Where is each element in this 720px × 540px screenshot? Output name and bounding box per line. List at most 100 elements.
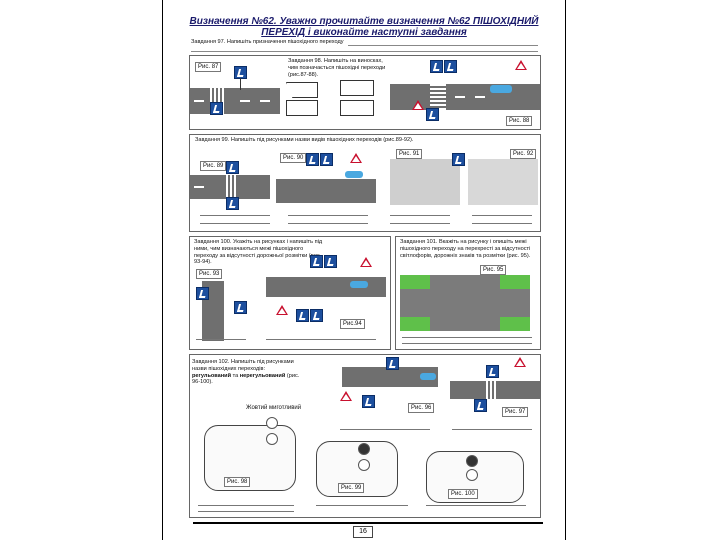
warning-sign-icon (360, 257, 372, 267)
grass-corner (500, 275, 530, 289)
pedestrian-crossing-sign-icon (430, 60, 443, 73)
lamp-icon (358, 443, 370, 455)
answer-line (200, 215, 270, 216)
answer-line (390, 215, 450, 216)
answer-line (200, 223, 270, 224)
task-102-intro: Завдання 102. Напишіть під рисунками наз… (192, 359, 294, 372)
answer-line (198, 511, 294, 512)
lamp-icon (466, 455, 478, 467)
answer-line (266, 339, 376, 340)
pedestrian-crossing-sign-icon (320, 153, 333, 166)
callout-arrow (340, 80, 374, 96)
pedestrian-crossing-sign-icon (234, 301, 247, 314)
answer-line (288, 215, 368, 216)
pedestrian-crossing-sign-icon (426, 108, 439, 121)
answer-line (288, 223, 368, 224)
car-icon (490, 85, 512, 93)
figure-93-label: Рис. 93 (196, 269, 223, 279)
warning-sign-icon (350, 153, 362, 163)
figure-98-label: Рис. 98 (224, 477, 251, 487)
answer-line (452, 429, 532, 430)
car-icon (345, 171, 363, 178)
task-97-text: Завдання 97. Напишіть призначення пішохі… (191, 39, 344, 45)
task-102-and: та (231, 372, 240, 379)
road-94 (266, 277, 386, 297)
warning-sign-icon (276, 305, 288, 315)
lane-dash (240, 100, 250, 102)
answer-line (472, 215, 532, 216)
answer-line (390, 223, 450, 224)
pedestrian-crossing-sign-icon (226, 161, 239, 174)
answer-line (316, 505, 408, 506)
overhead-crossing-illustration (468, 159, 538, 205)
callout-arrow (286, 82, 318, 98)
figures-87-88-panel: Рис. 87 Завдання 98. Напишіть на виноска… (189, 55, 541, 130)
answer-line (426, 505, 526, 506)
pedestrian-crossing-sign-icon (444, 60, 457, 73)
pedestrian-crossing-sign-icon (226, 197, 239, 210)
underground-crossing-illustration (390, 159, 460, 205)
pedestrian-crossing-sign-icon (486, 365, 499, 378)
figure-89-label: Рис. 89 (200, 161, 227, 171)
task-99-text: Завдання 99. Напишіть під рисунками назв… (195, 137, 414, 143)
page-title-line2: ПЕРЕХІД і виконайте наступні завдання (261, 27, 467, 38)
figure-96-label: Рис. 96 (408, 403, 435, 413)
pedestrian-crossing-sign-icon (310, 309, 323, 322)
task-101-text: Завдання 101. Вкажіть на рисунку і опиші… (400, 239, 531, 259)
answer-line (340, 429, 430, 430)
zebra-crossing-97 (486, 381, 498, 399)
pedestrian-crossing-sign-icon (210, 102, 223, 115)
figures-96-100-panel: Завдання 102. Напишіть під рисунками наз… (189, 354, 541, 518)
figure-99-label: Рис. 99 (338, 483, 365, 493)
figure-92-label: Рис. 92 (510, 149, 537, 159)
sign-pole (240, 78, 241, 90)
warning-sign-icon (340, 391, 352, 401)
road-90 (276, 179, 376, 203)
footer-rule (193, 522, 543, 524)
figure-100-label: Рис. 100 (448, 489, 478, 499)
pedestrian-crossing-sign-icon (196, 287, 209, 300)
warning-sign-icon (514, 357, 526, 367)
answer-line (402, 343, 532, 344)
lane-dash (475, 96, 485, 98)
worksheet-page: Визначення №62. Уважно прочитайте визнач… (162, 0, 566, 540)
grass-corner (500, 317, 530, 331)
grass-corner (400, 317, 430, 331)
pedestrian-crossing-sign-icon (474, 399, 487, 412)
pedestrian-crossing-sign-icon (324, 255, 337, 268)
answer-line (402, 337, 532, 338)
warning-sign-icon (412, 100, 424, 110)
pedestrian-crossing-sign-icon (452, 153, 465, 166)
figure-95-panel: Завдання 101. Вкажіть на рисунку і опиші… (395, 236, 541, 350)
figure-94-label: Рис.94 (340, 319, 365, 329)
lamp-icon (466, 469, 478, 481)
task-102-regulated: регульований (192, 372, 232, 379)
task-98-text: Завдання 98. Напишіть на виносках, чим п… (288, 58, 386, 78)
flashing-lamp-icon (266, 417, 278, 429)
road-96 (342, 367, 438, 387)
figure-95-label: Рис. 95 (480, 265, 507, 275)
pedestrian-crossing-sign-icon (296, 309, 309, 322)
figure-90-label: Рис. 90 (280, 153, 307, 163)
flashing-yellow-label: Жовтий миготливий (246, 405, 302, 411)
pedestrian-crossing-sign-icon (386, 357, 399, 370)
task-100-text: Завдання 100. Укажіть на рисунках і напи… (194, 239, 323, 266)
callout-arrow (340, 100, 374, 116)
zebra-crossing-89 (226, 175, 238, 199)
answer-line (198, 505, 294, 506)
warning-sign-icon (515, 60, 527, 70)
page-title-line1: Визначення №62. Уважно прочитайте визнач… (189, 16, 539, 27)
figures-89-92-panel: Завдання 99. Напишіть під рисунками назв… (189, 134, 541, 232)
page-number: 16 (353, 526, 373, 538)
figure-97-label: Рис. 97 (502, 407, 529, 417)
answer-line (472, 223, 532, 224)
lane-dash (194, 100, 204, 102)
lamp-icon (266, 433, 278, 445)
figure-87-label: Рис. 87 (195, 62, 222, 72)
task-102-unregulated: нерегульований (239, 372, 286, 379)
pedestrian-crossing-sign-icon (310, 255, 323, 268)
car-icon (350, 281, 368, 288)
pedestrian-crossing-sign-icon (362, 395, 375, 408)
zebra-crossing-88 (430, 84, 446, 110)
lane-dash (260, 100, 270, 102)
